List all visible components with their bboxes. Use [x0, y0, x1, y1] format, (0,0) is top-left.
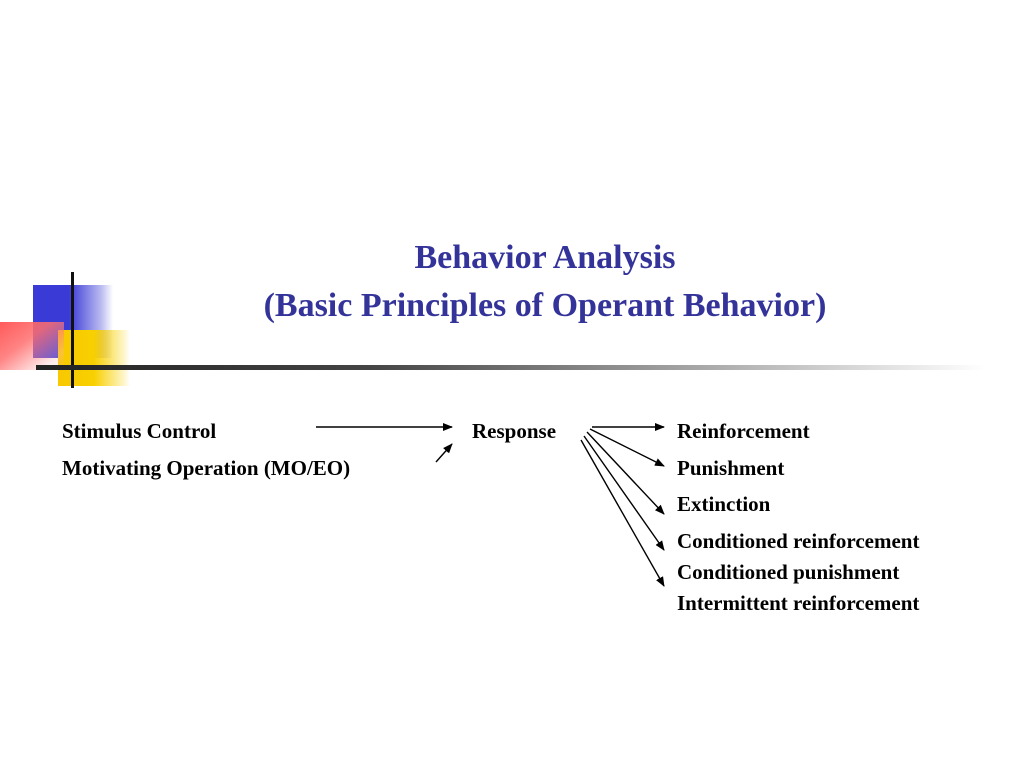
slide-subtitle: (Basic Principles of Operant Behavior): [263, 287, 827, 324]
decorative-vertical-line: [71, 272, 74, 388]
label-extinction: Extinction: [677, 492, 771, 516]
arrow-response-to-conditioned-reinforcement: [583, 435, 665, 551]
arrow-response-to-conditioned-punishment: [580, 439, 665, 587]
arrow-response-to-punishment: [589, 428, 665, 467]
label-conditioned-punishment: Conditioned punishment: [677, 560, 900, 584]
label-response: Response: [472, 419, 557, 443]
label-intermittent-reinforcement: Intermittent reinforcement: [677, 591, 920, 615]
label-punishment: Punishment: [677, 456, 785, 480]
slide-title: Behavior Analysis: [414, 239, 676, 276]
decorative-horizontal-rule: [36, 365, 986, 370]
decorative-yellow-square: [58, 330, 130, 386]
label-conditioned-reinforcement: Conditioned reinforcement: [677, 529, 920, 553]
label-motivating-operation: Motivating Operation (MO/EO): [62, 456, 351, 480]
label-stimulus-control: Stimulus Control: [62, 419, 217, 443]
decorative-red-square: [0, 322, 64, 370]
arrow-mo-to-response: [435, 443, 453, 463]
arrow-response-to-extinction: [586, 431, 665, 515]
label-reinforcement: Reinforcement: [677, 419, 810, 443]
